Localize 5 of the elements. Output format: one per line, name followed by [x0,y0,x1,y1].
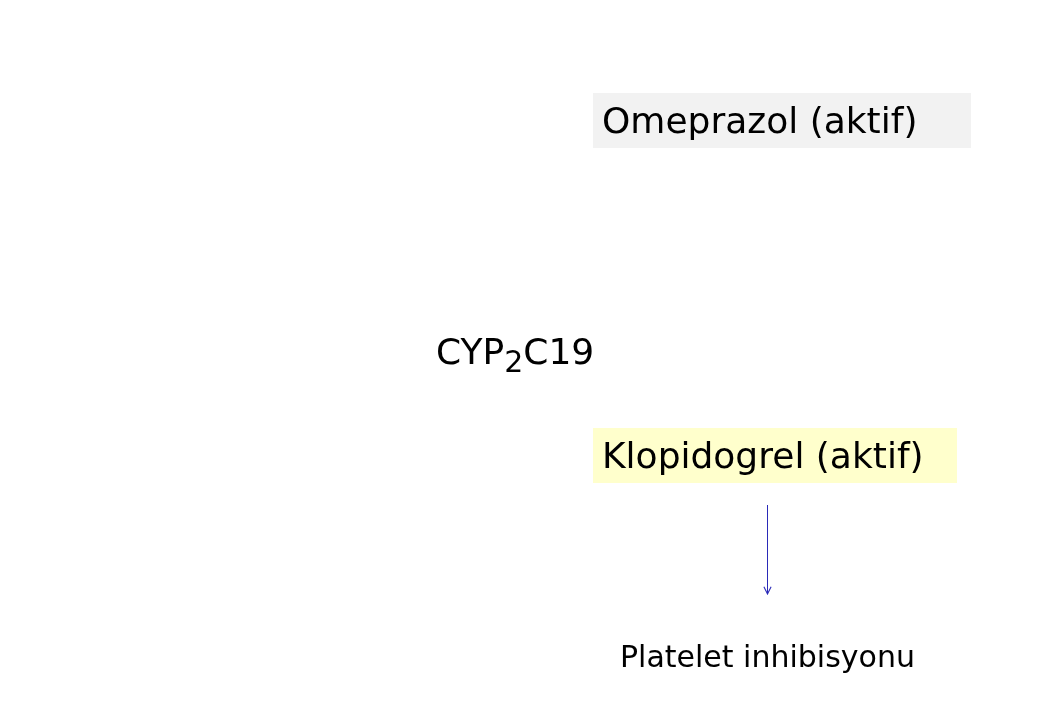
arrow [763,504,772,595]
enzyme-label: CYP$_{2}$C19 [436,330,595,381]
drug-box: Klopidogrel (aktif) [593,428,957,483]
drug-box: Omeprazol (aktif) [593,93,971,148]
effect-text: Platelet inhibisyonu [620,640,915,675]
